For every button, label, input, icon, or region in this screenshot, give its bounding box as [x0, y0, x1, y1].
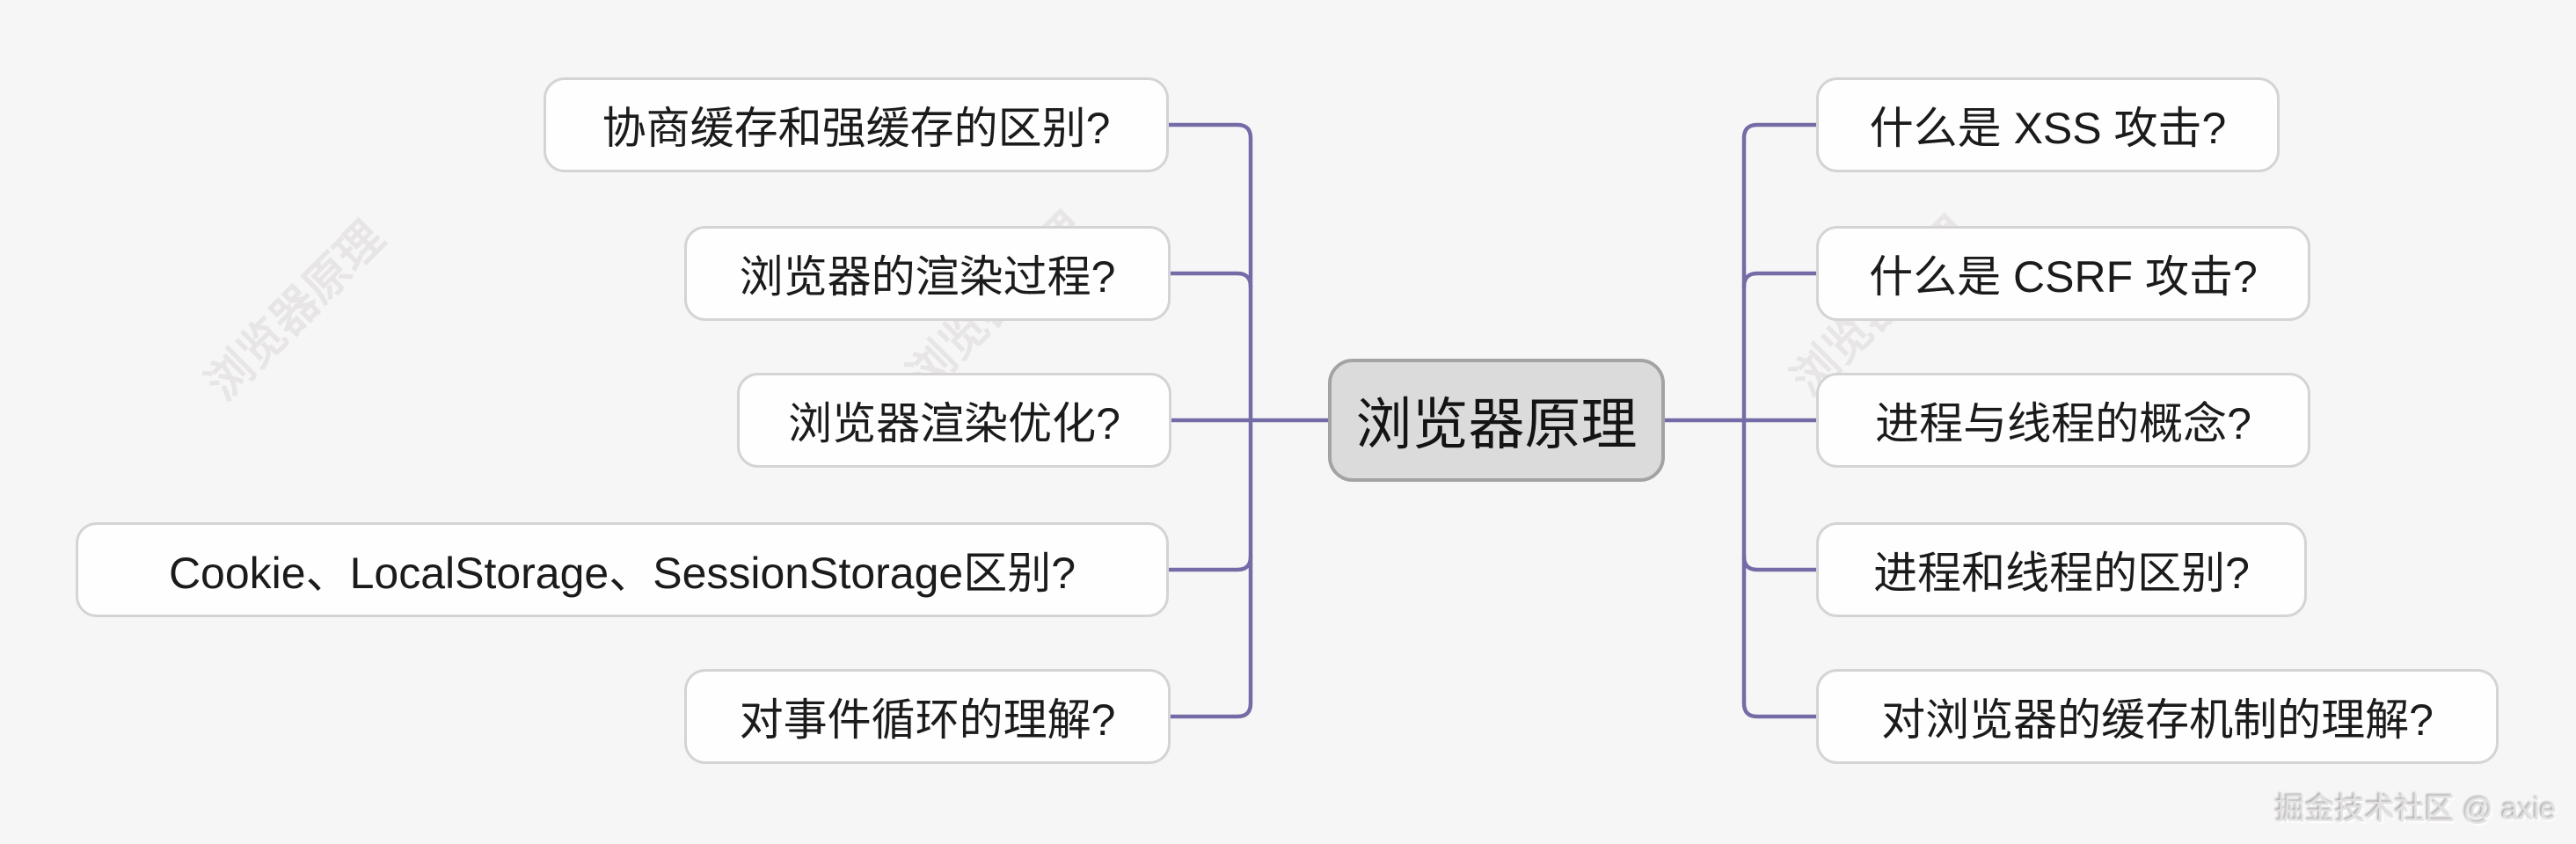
topic-browser-cache-mechanism[interactable]: 对浏览器的缓存机制的理解? [1816, 669, 2499, 764]
connector-left-branch2 [1168, 271, 1253, 289]
topic-process-thread-concept[interactable]: 进程与线程的概念? [1816, 373, 2310, 468]
topic-browser-rendering-process[interactable]: 浏览器的渲染过程? [684, 226, 1171, 321]
connector-left-branch4 [1167, 554, 1253, 572]
root-topic-browser-principles[interactable]: 浏览器原理 [1328, 359, 1665, 482]
topic-xss-attack[interactable]: 什么是 XSS 攻击? [1816, 77, 2280, 172]
topic-cookie-localstorage-sessionstorage[interactable]: Cookie、LocalStorage、SessionStorage区别? [76, 522, 1169, 617]
topic-process-thread-difference[interactable]: 进程和线程的区别? [1816, 522, 2307, 617]
topic-csrf-attack[interactable]: 什么是 CSRF 攻击? [1816, 226, 2310, 321]
topic-event-loop[interactable]: 对事件循环的理解? [684, 669, 1171, 764]
connector-right-branch2 [1741, 271, 1819, 289]
topic-cache-negotiated-vs-strong[interactable]: 协商缓存和强缓存的区别? [544, 77, 1169, 172]
attribution-text: 掘金技术社区 @ axie [2275, 793, 2557, 826]
topic-browser-rendering-optimization[interactable]: 浏览器渲染优化? [737, 373, 1171, 468]
connector-right-branch4 [1741, 554, 1819, 572]
